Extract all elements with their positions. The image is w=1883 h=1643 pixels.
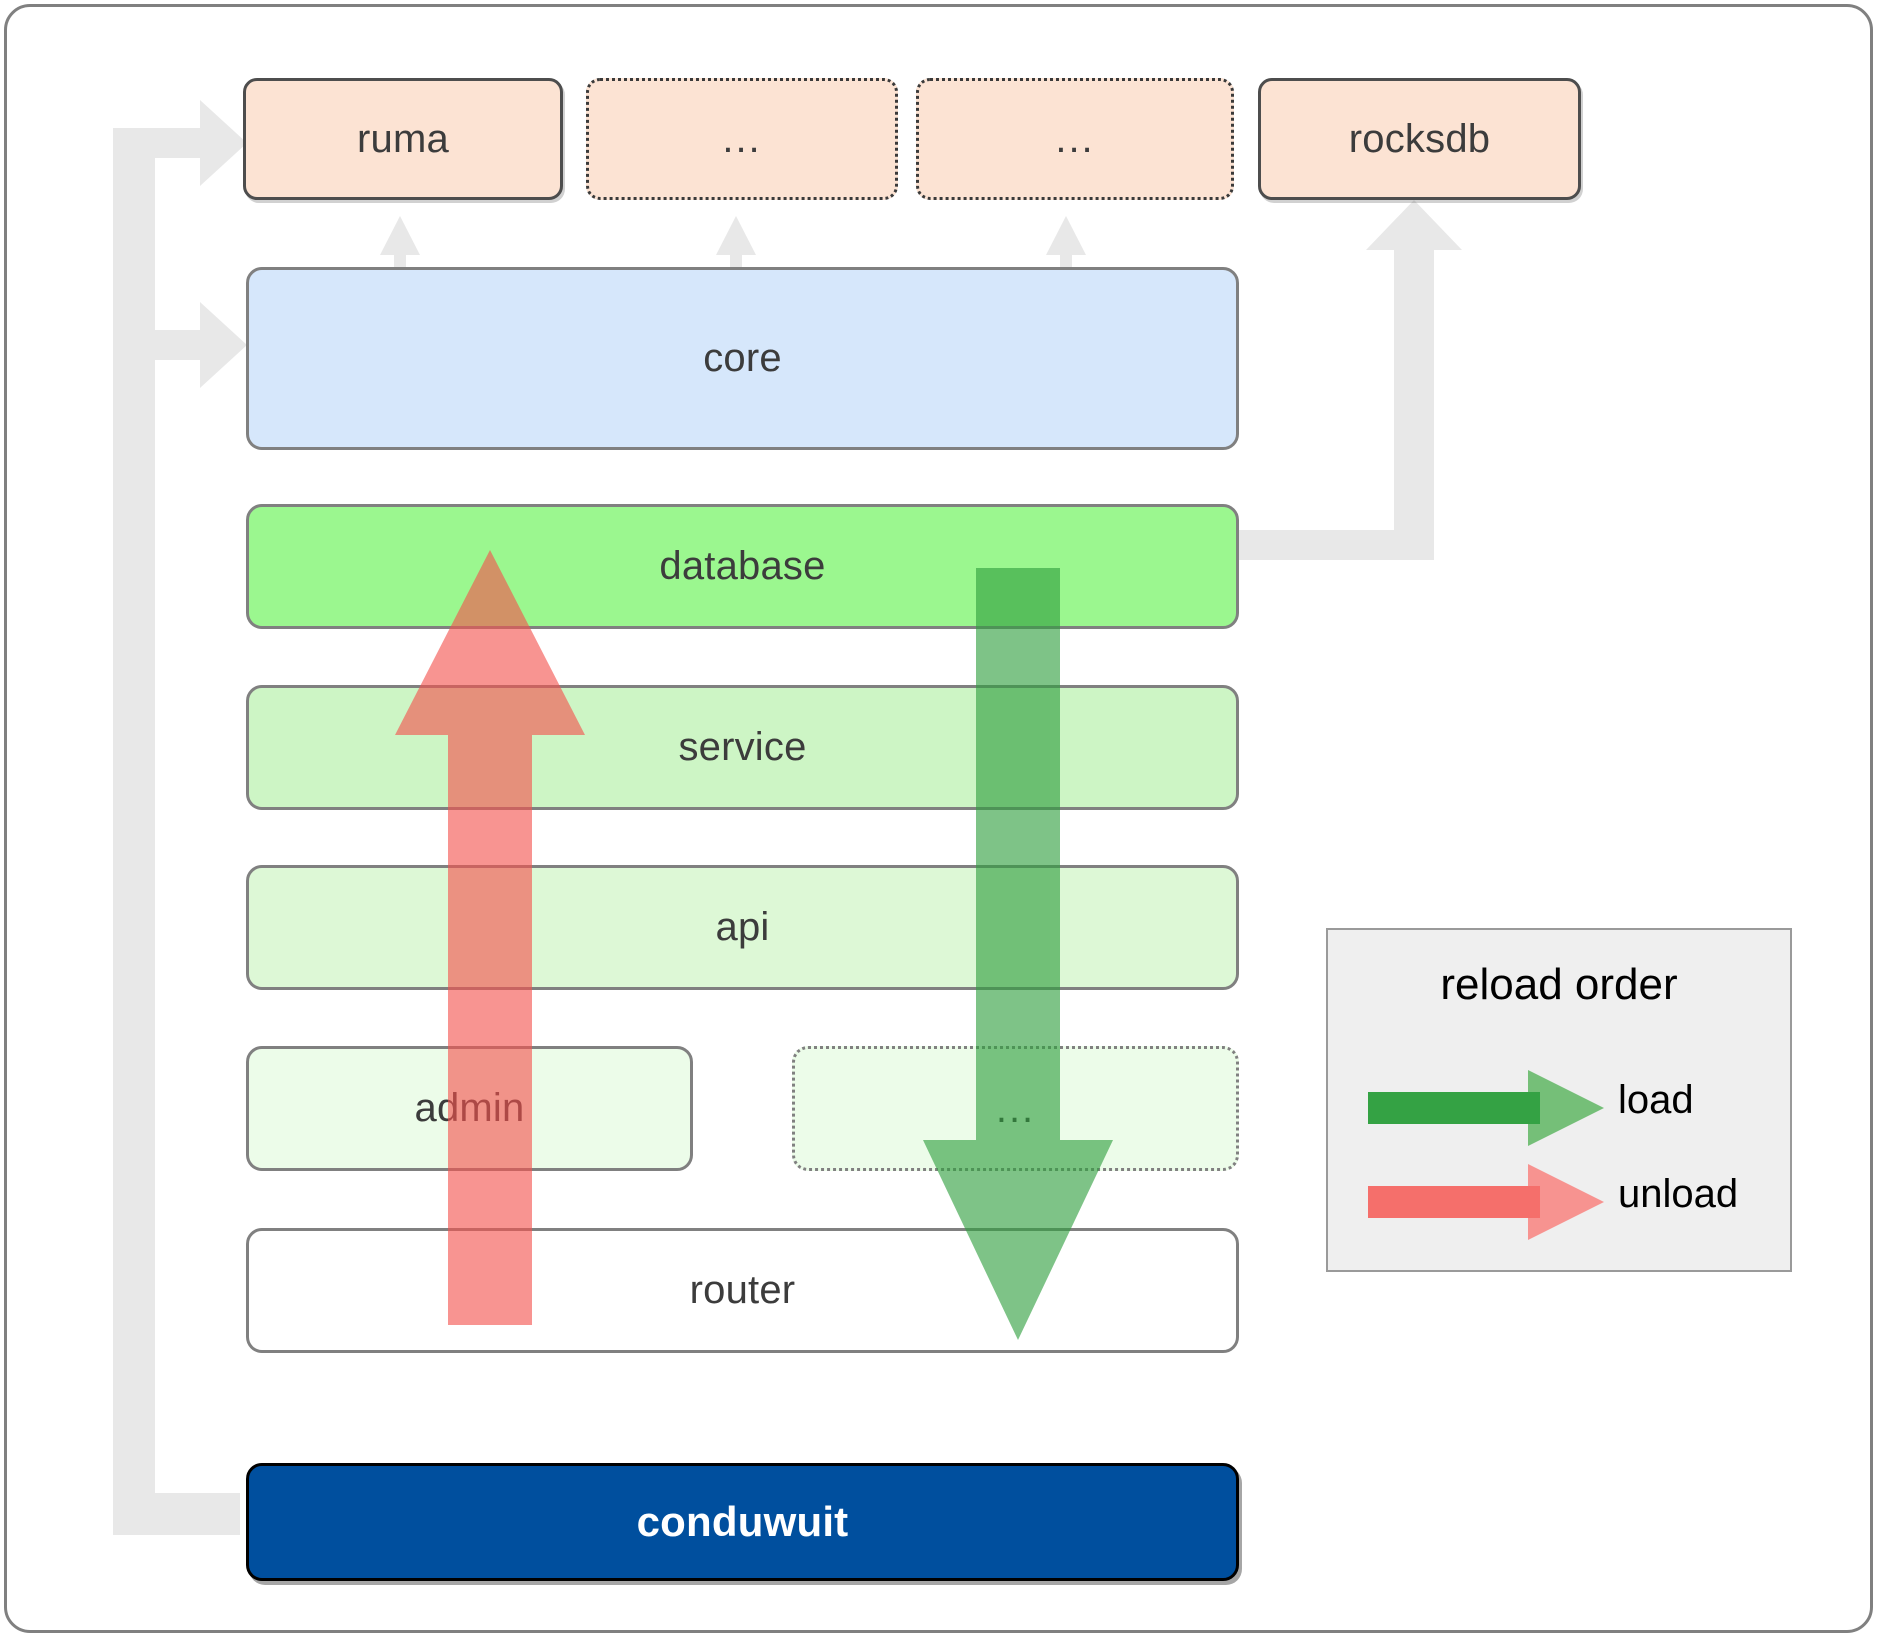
dependency-label: ... (722, 117, 762, 161)
layer-box-placeholder[interactable]: ... (792, 1046, 1239, 1171)
layer-box-router[interactable]: router (246, 1228, 1239, 1353)
legend-label-unload: unload (1618, 1172, 1739, 1216)
legend-label-load: load (1618, 1078, 1694, 1122)
layer-label: database (659, 544, 826, 588)
diagram-frame (4, 4, 1873, 1633)
layer-label: router (689, 1268, 796, 1312)
layer-label: service (678, 725, 807, 769)
layer-box-api[interactable]: api (246, 865, 1239, 990)
core-box[interactable]: core (246, 267, 1239, 450)
dependency-box-ruma[interactable]: ruma (243, 78, 563, 200)
layer-label: api (715, 905, 770, 949)
dependency-label: ... (1055, 117, 1095, 161)
dependency-box-placeholder-1[interactable]: ... (586, 78, 898, 200)
legend-row-load: load (1328, 1070, 1790, 1146)
layer-box-database[interactable]: database (246, 504, 1239, 629)
unload-legend-arrow-icon (1368, 1164, 1604, 1240)
dependency-label: ruma (357, 116, 449, 161)
layer-box-admin[interactable]: admin (246, 1046, 693, 1171)
legend-row-unload: unload (1328, 1164, 1790, 1240)
dependency-label: rocksdb (1348, 116, 1491, 161)
core-label: core (703, 336, 782, 380)
dependency-box-placeholder-2[interactable]: ... (916, 78, 1234, 200)
root-label: conduwuit (636, 1498, 849, 1545)
layer-label: ... (995, 1086, 1036, 1131)
legend-title: reload order (1440, 960, 1678, 1009)
layer-box-service[interactable]: service (246, 685, 1239, 810)
legend-panel: reload order load unload (1326, 928, 1792, 1272)
layer-label: admin (414, 1086, 525, 1130)
root-box-conduwuit[interactable]: conduwuit (246, 1463, 1239, 1581)
load-legend-arrow-icon (1368, 1070, 1604, 1146)
dependency-box-rocksdb[interactable]: rocksdb (1258, 78, 1581, 200)
